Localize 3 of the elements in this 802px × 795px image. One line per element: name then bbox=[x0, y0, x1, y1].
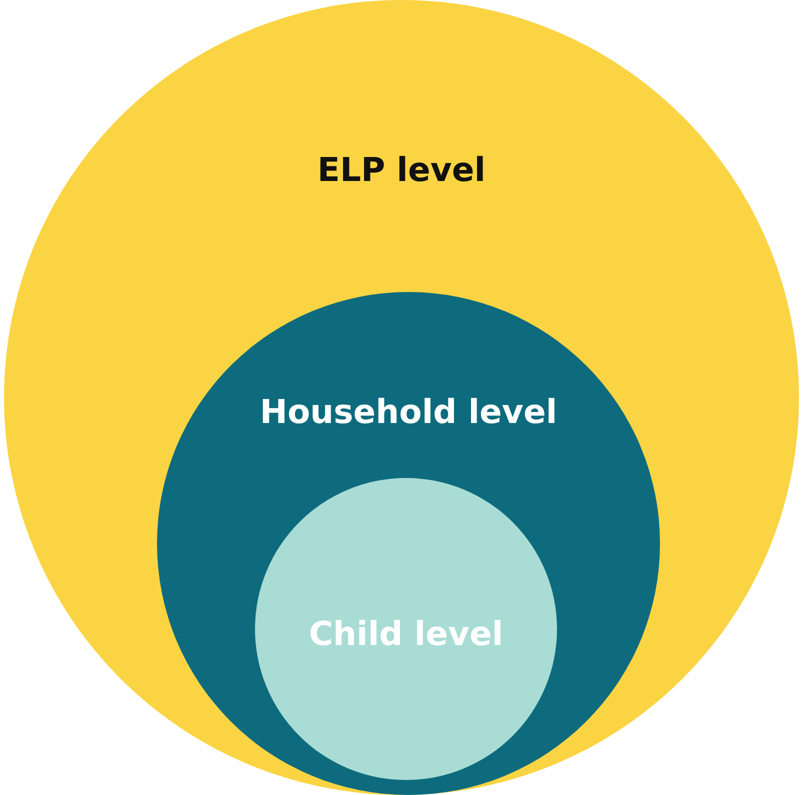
level-label: Household level bbox=[258, 392, 558, 431]
level-label: ELP level bbox=[316, 150, 487, 189]
level-label: Child level bbox=[308, 614, 504, 653]
